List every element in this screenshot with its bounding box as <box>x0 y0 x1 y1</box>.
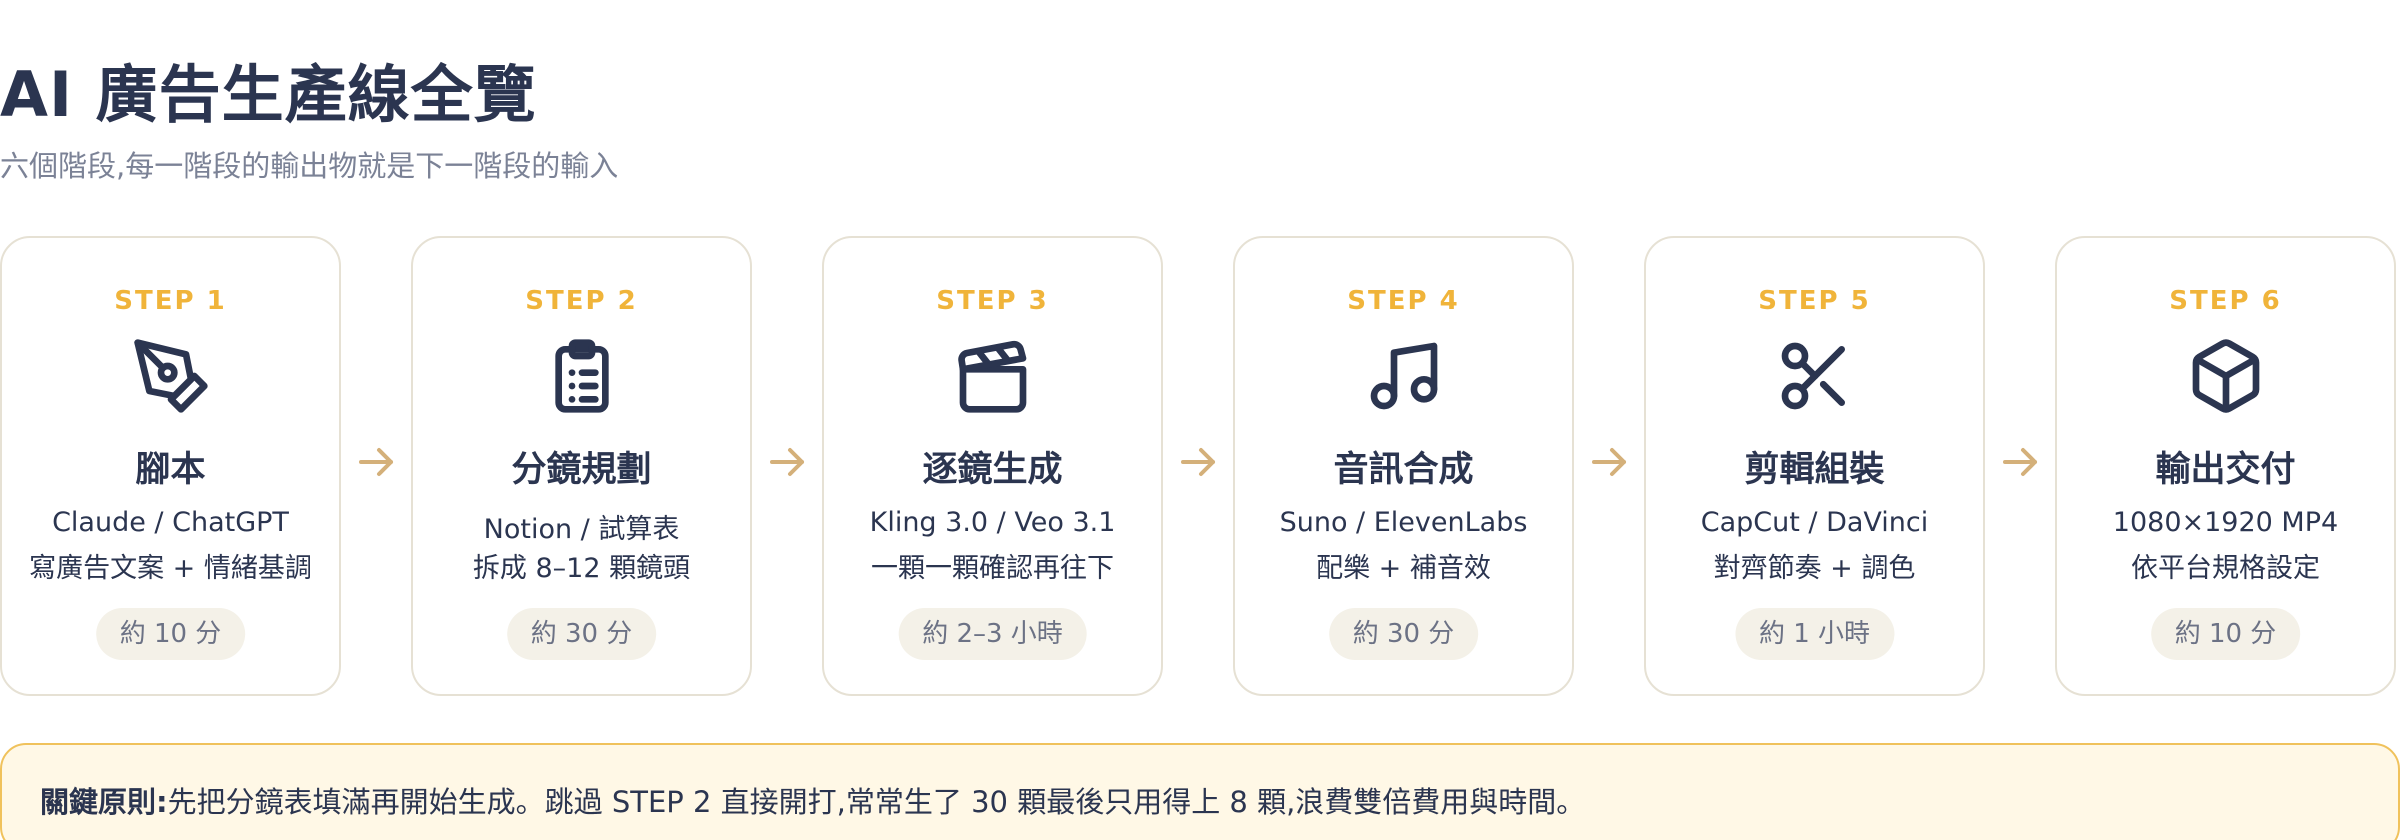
step-time-badge: 約 2–3 小時 <box>898 608 1087 660</box>
callout-body: 先把分鏡表填滿再開始生成。跳過 STEP 2 直接開打,常常生了 30 顆最後只… <box>167 785 1586 819</box>
step-description: 配樂 + 補音效 <box>1316 553 1491 584</box>
step-card-1: STEP 1 腳本 Claude / ChatGPT 寫廣告文案 + 情緒基調 … <box>0 236 341 696</box>
step-tools: Notion / 試算表 <box>483 514 680 545</box>
step-time-badge: 約 30 分 <box>1328 608 1479 660</box>
scissors-icon <box>1775 336 1855 416</box>
key-principle-callout: 關鍵原則:先把分鏡表填滿再開始生成。跳過 STEP 2 直接開打,常常生了 30… <box>0 743 2400 840</box>
step-tools: Claude / ChatGPT <box>52 507 289 538</box>
callout-label: 關鍵原則: <box>40 785 168 819</box>
step-description: 依平台規格設定 <box>2131 553 2320 584</box>
arrow-right-icon <box>1590 442 1630 482</box>
step-card-3: STEP 3 逐鏡生成 Kling 3.0 / Veo 3.1 一顆一顆確認再往… <box>822 236 1163 696</box>
clipboard-list-icon <box>542 336 622 416</box>
step-label: STEP 4 <box>1347 286 1460 316</box>
step-name: 輸出交付 <box>2155 450 2296 490</box>
step-card-4: STEP 4 音訊合成 Suno / ElevenLabs 配樂 + 補音效 約… <box>1233 236 1574 696</box>
step-time-badge: 約 30 分 <box>506 608 657 660</box>
arrow-right-icon <box>2001 442 2041 482</box>
page-title: AI 廣告生產線全覽 <box>0 58 537 131</box>
arrow-right-icon <box>768 442 808 482</box>
step-time-badge: 約 10 分 <box>2150 608 2301 660</box>
step-description: 拆成 8–12 顆鏡頭 <box>472 553 691 584</box>
step-card-5: STEP 5 剪輯組裝 CapCut / DaVinci 對齊節奏 + 調色 約… <box>1644 236 1985 696</box>
step-label: STEP 3 <box>936 286 1049 316</box>
step-tools: 1080×1920 MP4 <box>2112 507 2339 538</box>
step-card-6: STEP 6 輸出交付 1080×1920 MP4 依平台規格設定 約 10 分 <box>2055 236 2396 696</box>
pen-nib-icon <box>131 336 211 416</box>
step-name: 剪輯組裝 <box>1744 450 1885 490</box>
arrow-right-icon <box>357 442 397 482</box>
page-subtitle: 六個階段,每一階段的輸出物就是下一階段的輸入 <box>0 149 619 183</box>
step-card-2: STEP 2 分鏡規劃 Notion / 試算表 拆成 8–12 顆鏡頭 約 3… <box>411 236 752 696</box>
step-label: STEP 2 <box>525 286 638 316</box>
step-label: STEP 1 <box>114 286 227 316</box>
step-tools: Kling 3.0 / Veo 3.1 <box>869 507 1116 538</box>
steps-row: STEP 1 腳本 Claude / ChatGPT 寫廣告文案 + 情緒基調 … <box>0 236 2400 700</box>
step-time-badge: 約 10 分 <box>95 608 246 660</box>
step-name: 腳本 <box>135 450 206 490</box>
step-description: 寫廣告文案 + 情緒基調 <box>29 553 312 584</box>
step-tools: Suno / ElevenLabs <box>1279 507 1528 538</box>
step-description: 對齊節奏 + 調色 <box>1713 553 1916 584</box>
step-label: STEP 6 <box>2169 286 2282 316</box>
step-name: 音訊合成 <box>1333 450 1474 490</box>
music-note-icon <box>1364 336 1444 416</box>
step-name: 逐鏡生成 <box>922 450 1063 490</box>
step-time-badge: 約 1 小時 <box>1734 608 1895 660</box>
package-box-icon <box>2186 336 2266 416</box>
step-name: 分鏡規劃 <box>511 450 652 490</box>
step-label: STEP 5 <box>1758 286 1871 316</box>
callout-text-line: 關鍵原則:先把分鏡表填滿再開始生成。跳過 STEP 2 直接開打,常常生了 30… <box>40 779 1585 821</box>
step-tools: CapCut / DaVinci <box>1700 507 1929 538</box>
clapperboard-icon <box>953 336 1033 416</box>
step-description: 一顆一顆確認再往下 <box>871 553 1114 584</box>
arrow-right-icon <box>1179 442 1219 482</box>
